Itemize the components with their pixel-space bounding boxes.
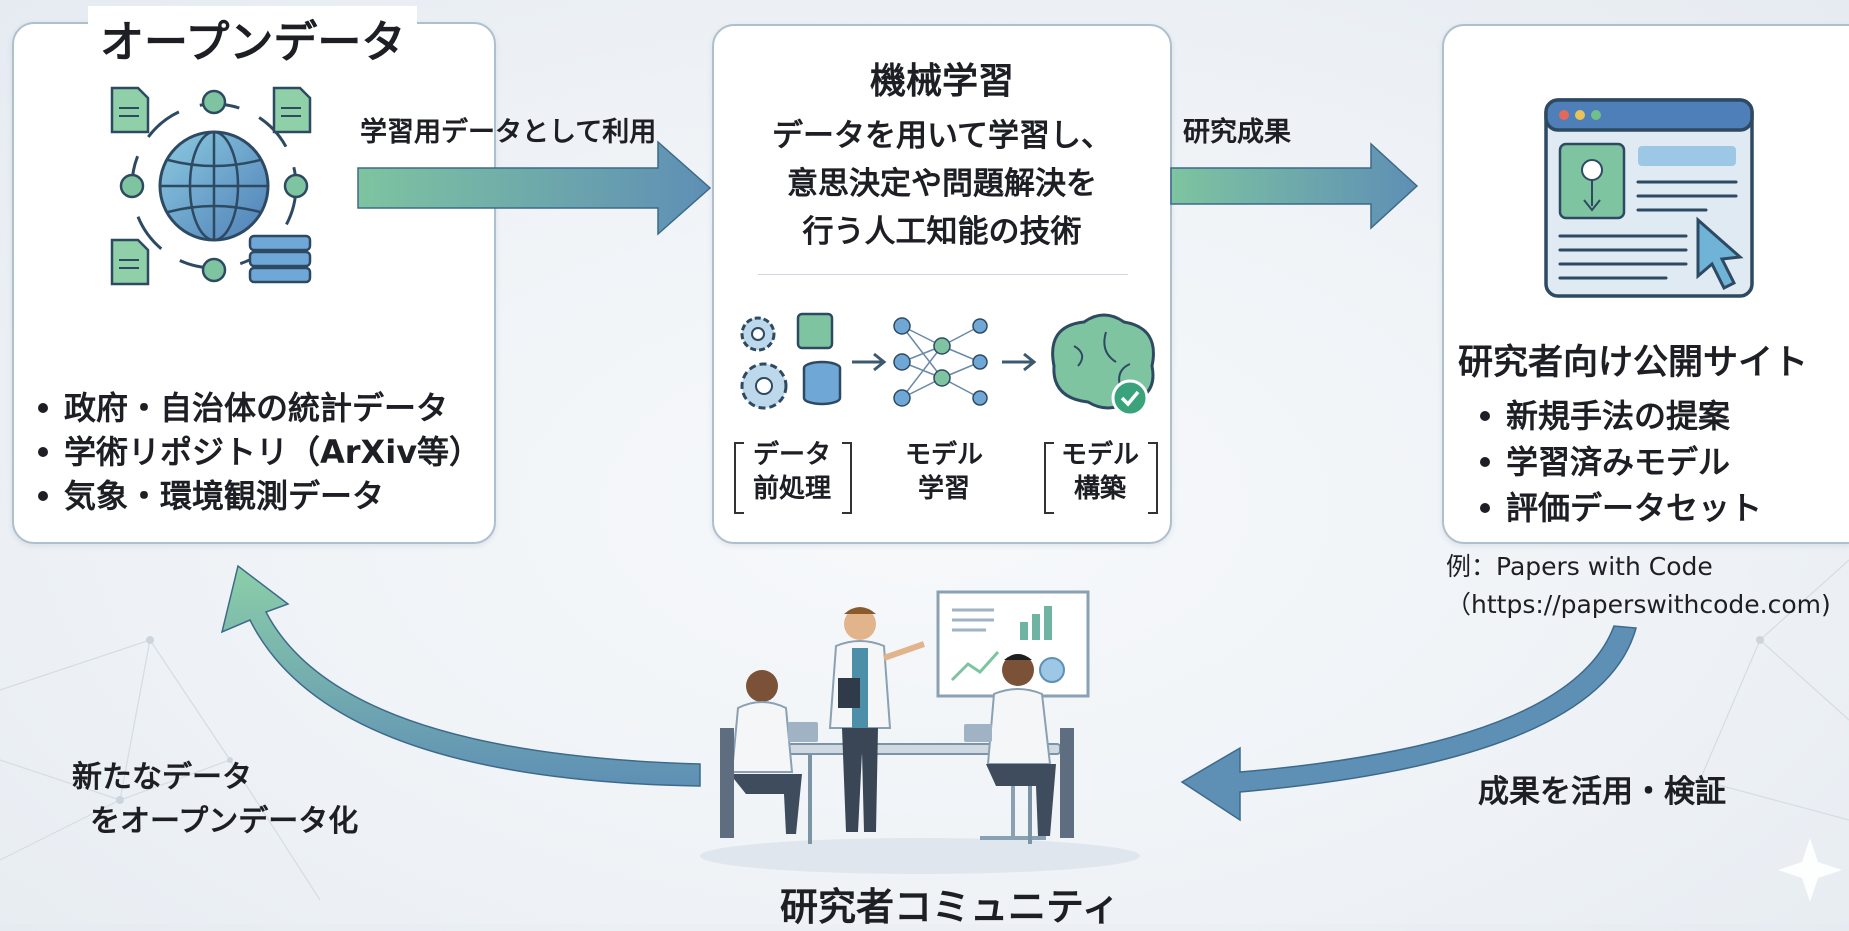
step-label: モデル xyxy=(1060,440,1139,470)
machine-learning-description: データを用いて学習し、 意思決定や問題解決を 行う人工知能の技術 xyxy=(712,112,1172,256)
example-label: 例：Papers with Code xyxy=(1446,552,1713,581)
bracket-left xyxy=(734,442,744,514)
step-label: 学習 xyxy=(917,474,970,504)
researcher-standing xyxy=(828,607,925,832)
step-building: モデル 構築 xyxy=(1040,438,1160,506)
website-icon xyxy=(1544,98,1754,298)
open-data-list: 政府・自治体の統計データ 学術リポジトリ（ArXiv等） 気象・環境観測データ xyxy=(34,386,481,518)
bracket-right xyxy=(842,442,852,514)
description-line: 意思決定や問題解決を xyxy=(787,166,1097,202)
machine-learning-card xyxy=(712,24,1172,544)
ml-pipeline-icons xyxy=(740,312,1155,417)
brain-check-icon xyxy=(1051,313,1155,417)
edge-label-train: 学習用データとして利用 xyxy=(360,117,657,148)
step-label: データ xyxy=(752,440,831,470)
example-url: （https://paperswithcode.com) xyxy=(1446,590,1831,619)
arrow-curve-newdata xyxy=(220,564,701,787)
label-line: 新たなデータ xyxy=(72,760,252,795)
community-title: 研究者コミュニティ xyxy=(780,885,1120,929)
open-data-title: オープンデータ xyxy=(88,6,418,70)
edge-label-results: 研究成果 xyxy=(1183,117,1291,148)
step-label: モデル xyxy=(904,440,983,470)
step-training: モデル 学習 xyxy=(884,438,1004,506)
researcher-community-illustration xyxy=(700,590,1140,874)
researcher-right xyxy=(964,654,1074,838)
neural-network-icon xyxy=(893,317,988,407)
list-item: 学術リポジトリ（ArXiv等） xyxy=(34,430,481,474)
arrow-right-train xyxy=(357,140,712,236)
list-item: 学習済みモデル xyxy=(1476,439,1762,485)
researcher-site-list: 新規手法の提案 学習済みモデル 評価データセット xyxy=(1476,393,1762,531)
step-label: 前処理 xyxy=(752,474,831,504)
step-label: 構築 xyxy=(1073,474,1126,504)
globe-network-icon xyxy=(110,86,312,286)
machine-learning-title: 機械学習 xyxy=(869,61,1014,102)
list-item: 気象・環境観測データ xyxy=(34,474,481,518)
step-preprocessing: データ 前処理 xyxy=(732,438,852,506)
list-item: 新規手法の提案 xyxy=(1476,393,1762,439)
arrow-curve-verify xyxy=(1180,625,1637,822)
arrow-right-results xyxy=(1170,142,1419,230)
edge-label-newdata: 新たなデータ をオープンデータ化 xyxy=(72,756,358,844)
gear-database-icon xyxy=(740,312,842,410)
description-line: 行う人工知能の技術 xyxy=(802,214,1082,250)
list-item: 政府・自治体の統計データ xyxy=(34,386,481,430)
bracket-left xyxy=(1044,442,1054,514)
researcher-left xyxy=(720,670,818,838)
description-line: データを用いて学習し、 xyxy=(771,118,1113,154)
label-line: をオープンデータ化 xyxy=(90,804,359,839)
bracket-right xyxy=(1148,442,1158,514)
list-item: 評価データセット xyxy=(1476,485,1762,531)
example-site: 例：Papers with Code （https://paperswithco… xyxy=(1446,548,1831,624)
edge-label-verify: 成果を活用・検証 xyxy=(1478,774,1726,810)
researcher-site-title: 研究者向け公開サイト xyxy=(1458,343,1809,383)
divider xyxy=(758,274,1128,275)
